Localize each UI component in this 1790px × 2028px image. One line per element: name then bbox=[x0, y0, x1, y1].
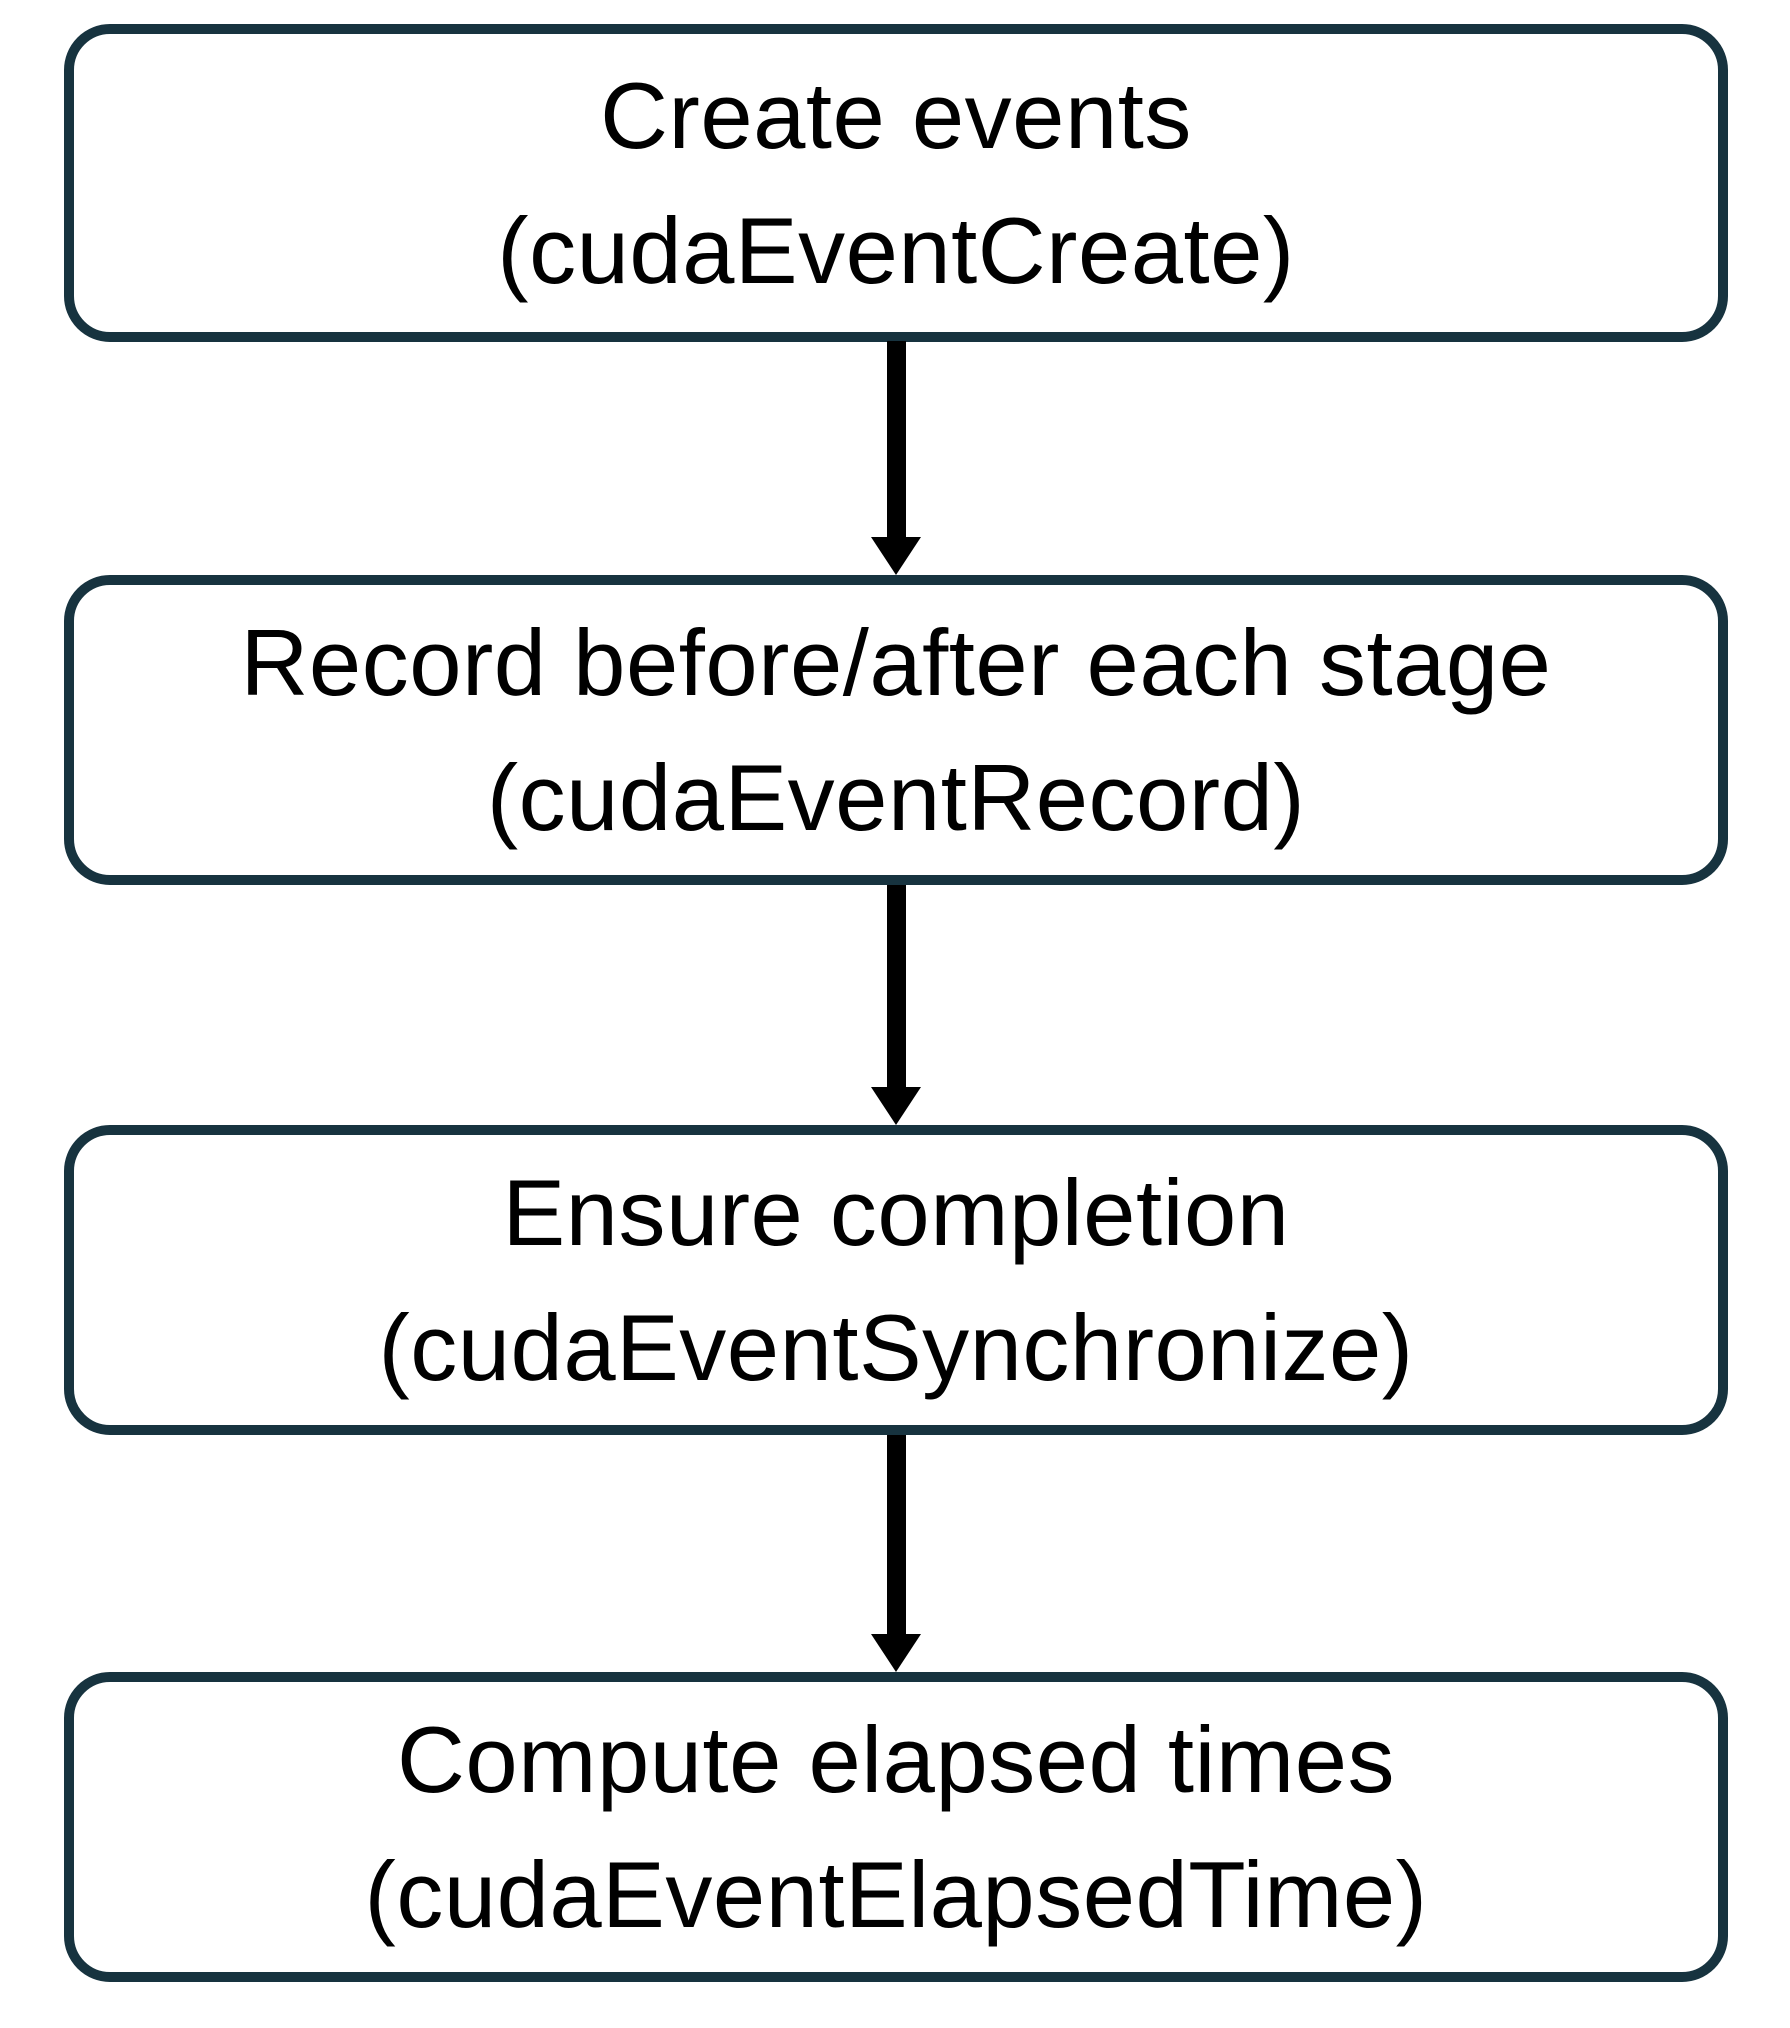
arrow-head bbox=[871, 1634, 921, 1672]
arrow-down-icon bbox=[871, 341, 921, 575]
arrow-shaft bbox=[886, 1435, 906, 1634]
step-title: Record before/after each stage bbox=[240, 609, 1552, 715]
flowchart-step-ensure-completion: Ensure completion (cudaEventSynchronize) bbox=[64, 1125, 1728, 1435]
step-api-call: (cudaEventRecord) bbox=[486, 745, 1306, 850]
arrow-shaft bbox=[886, 341, 906, 537]
arrow-down-icon bbox=[871, 885, 921, 1125]
step-title: Create events bbox=[600, 62, 1192, 168]
step-api-call: (cudaEventElapsedTime) bbox=[364, 1842, 1428, 1947]
arrow-shaft bbox=[886, 885, 906, 1087]
flowchart-step-record-events: Record before/after each stage (cudaEven… bbox=[64, 575, 1728, 885]
arrow-head bbox=[871, 1087, 921, 1125]
flowchart-step-create-events: Create events (cudaEventCreate) bbox=[64, 24, 1728, 342]
step-api-call: (cudaEventSynchronize) bbox=[378, 1295, 1414, 1400]
flowchart-step-compute-elapsed: Compute elapsed times (cudaEventElapsedT… bbox=[64, 1672, 1728, 1982]
step-title: Ensure completion bbox=[502, 1159, 1290, 1265]
step-api-call: (cudaEventCreate) bbox=[497, 198, 1295, 303]
arrow-head bbox=[871, 537, 921, 575]
arrow-down-icon bbox=[871, 1435, 921, 1672]
step-title: Compute elapsed times bbox=[396, 1706, 1395, 1812]
